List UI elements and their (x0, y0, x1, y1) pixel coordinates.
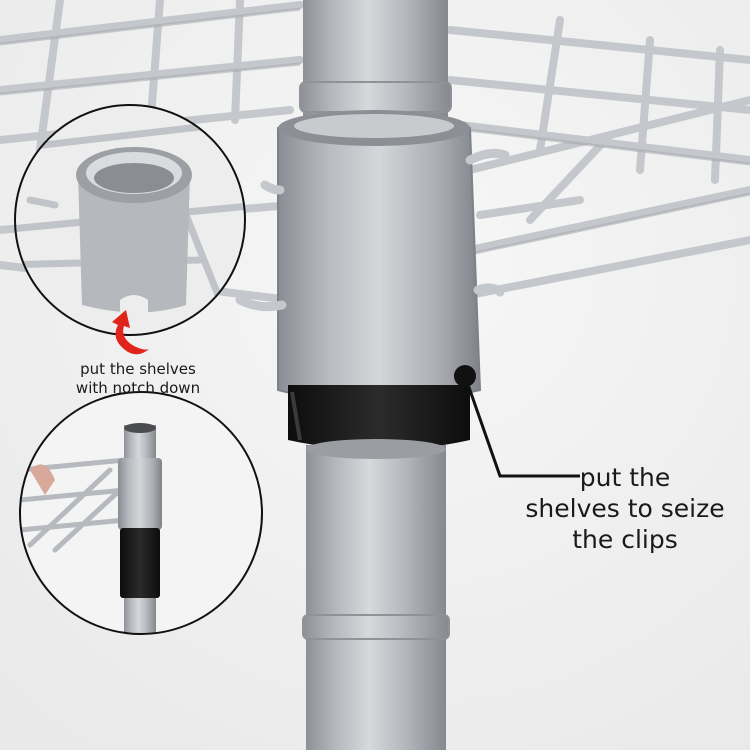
clip-caption-line-3: the clips (572, 525, 678, 554)
curved-arrow-icon (112, 310, 150, 355)
inset-assembled-detail (19, 391, 263, 635)
clip-caption-line-2: shelves to seize (525, 494, 725, 523)
plastic-clip (288, 385, 470, 450)
notch-caption-line-1: put the shelves (80, 360, 196, 378)
shelf-sleeve (277, 113, 482, 404)
clip-caption-line-1: put the (579, 463, 671, 492)
notch-caption: put the shelves with notch down (38, 360, 238, 398)
clip-caption: put the shelves to seize the clips (500, 462, 750, 555)
inset-notch-detail (14, 104, 246, 336)
pole-lower (306, 445, 446, 750)
notch-caption-line-2: with notch down (75, 379, 201, 397)
leader-line (463, 375, 580, 478)
